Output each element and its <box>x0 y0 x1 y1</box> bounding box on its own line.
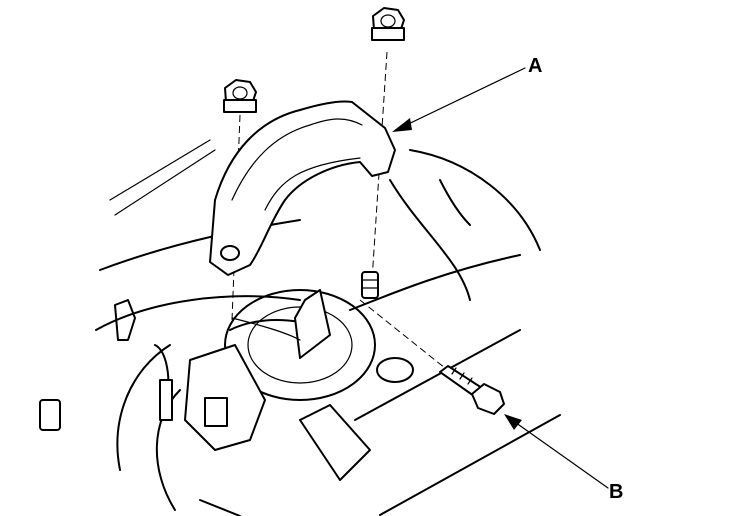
bolt <box>439 365 505 415</box>
nut-right <box>371 7 405 41</box>
upper-bracket <box>209 100 396 359</box>
callout-b: B <box>609 481 624 503</box>
engine-mount <box>224 289 414 401</box>
lower-mount-block <box>39 344 371 481</box>
nut-left <box>223 79 257 113</box>
leader-b <box>504 414 609 489</box>
leader-a <box>392 67 526 132</box>
left-fitting <box>114 299 173 421</box>
callout-a: A <box>528 55 543 77</box>
stud-center <box>361 271 379 299</box>
